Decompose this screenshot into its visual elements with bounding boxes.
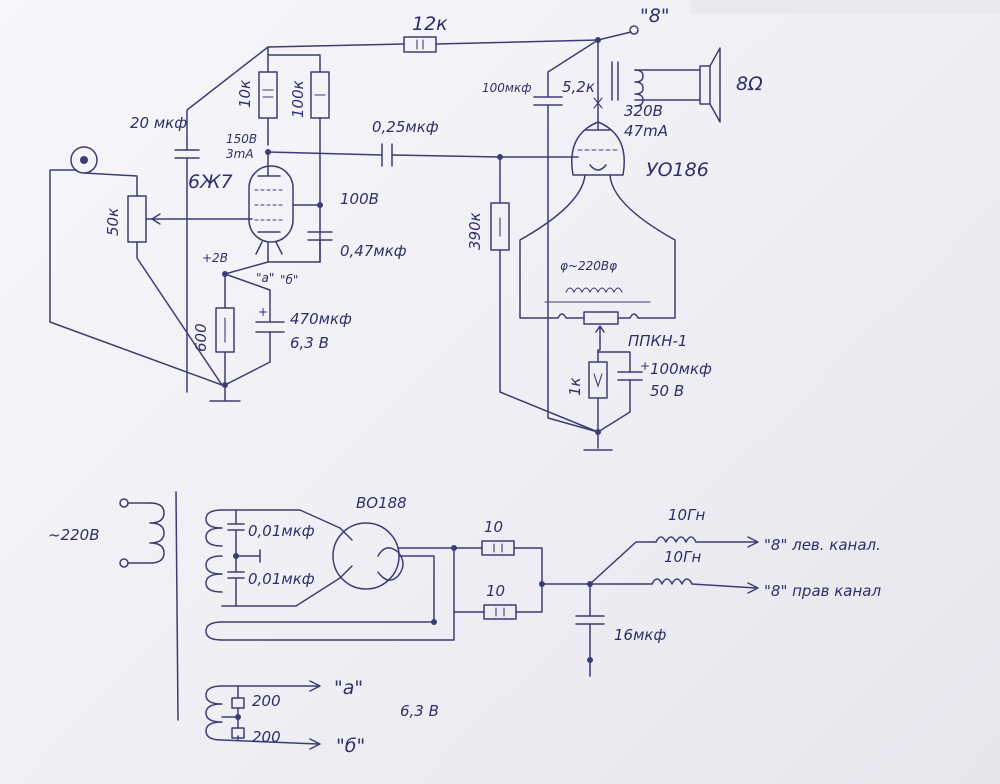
label-tube2: УО186 (646, 159, 709, 181)
label-tube1: 6Ж7 (188, 171, 233, 193)
label-320v: 320В (624, 102, 663, 120)
resistor-12k (403, 36, 437, 53)
heater-resistor-b (231, 727, 245, 739)
label-out-left: "8" лев. канал. (764, 536, 881, 554)
ppkn-resistor (583, 311, 619, 325)
label-choke-1: 10Гн (668, 506, 705, 524)
label-5-2k: 5,2к (562, 78, 595, 96)
label-c-0-25: 0,25мкф (372, 118, 439, 136)
label-r-10-b: 10 (486, 582, 505, 600)
label-100v: 100В (340, 190, 379, 208)
label-out-8: "8" (640, 5, 670, 27)
heater-resistor-a (231, 697, 245, 709)
label-c-470: 470мкф (290, 310, 352, 328)
label-rectifier: ВО188 (356, 494, 407, 512)
label-390k: 390к (466, 212, 484, 250)
svg-text:+: + (258, 305, 268, 319)
label-a-mark: "a" (256, 271, 274, 285)
label-1k: 1к (566, 377, 584, 396)
power-supply: ~220В 0,01мкф 0,01мкф ВО188 10 (48, 491, 881, 757)
label-heater-r1: 200 (252, 692, 281, 710)
rectifier-heater-winding (205, 621, 223, 641)
label-r-10-a: 10 (484, 518, 503, 536)
label-c-0-01-b: 0,01мкф (248, 570, 315, 588)
potentiometer-50k (127, 195, 147, 243)
label-mains: ~220В (48, 526, 100, 544)
label-c-50v: 50 В (650, 382, 684, 400)
label-choke-2: 10Гн (664, 548, 701, 566)
label-heater-b: "б" (336, 735, 365, 757)
label-c-100-plate: 100мкф (482, 81, 531, 95)
heater-winding (205, 685, 223, 741)
label-heater-6-3v: 6,3 В (400, 702, 439, 720)
label-100k: 100к (289, 80, 307, 118)
filament-block (519, 174, 676, 319)
label-c-100-cath: 100мкф (650, 360, 712, 378)
svg-text:+: + (640, 359, 650, 373)
resistor-1k (588, 361, 608, 399)
hv-winding-bottom (205, 555, 223, 593)
speaker (699, 65, 711, 105)
label-10k: 10к (236, 80, 254, 108)
label-12k: 12к (412, 13, 448, 35)
resistor-600 (215, 307, 235, 353)
label-heater-a: "a" (334, 677, 363, 699)
tube-6zh7 (248, 165, 294, 243)
resistor-10k (258, 71, 278, 119)
ground-2 (583, 431, 613, 451)
label-c-0-01-a: 0,01мкф (248, 522, 315, 540)
output-terminal-8 (629, 25, 639, 35)
label-3ma: 3mA (226, 147, 254, 161)
label-plus2v: +2В (202, 251, 228, 265)
label-47ma: 47mA (624, 122, 668, 140)
label-8ohm: 8Ω (736, 73, 763, 95)
resistor-10-b (483, 604, 517, 620)
label-c-20: 20 мкф (130, 114, 187, 132)
label-c-0-47: 0,47мкф (340, 242, 407, 260)
label-b-mark: "б" (280, 273, 298, 287)
resistor-10-a (481, 540, 515, 556)
resistor-100k (310, 71, 330, 119)
mains-terminal-2 (119, 558, 129, 568)
label-50k: 50к (104, 208, 122, 236)
label-150v: 150В (226, 132, 257, 146)
rectifier-tube (332, 522, 400, 590)
capacitor-0-25 (381, 143, 393, 167)
primary-winding (149, 502, 165, 564)
ground-1 (209, 384, 241, 402)
hv-winding-top (205, 509, 223, 547)
label-out-right: "8" прав канал (764, 582, 881, 600)
label-c-6-3v: 6,3 В (290, 334, 329, 352)
label-c-16: 16мкф (614, 626, 666, 644)
choke-left (655, 536, 697, 543)
label-heater-r2: 200 (252, 728, 281, 746)
amplifier-stage: 12к "8" 20 мкф 10к 100к 150В 3mA 0,25мкф (49, 5, 763, 451)
choke-right (651, 578, 693, 585)
paper-edge-strip (690, 0, 1000, 14)
label-600: 600 (192, 323, 210, 352)
mains-terminal-1 (119, 498, 129, 508)
label-filament: φ~220Вφ (560, 259, 617, 273)
label-ppkn: ППКН-1 (628, 332, 687, 350)
resistor-390k (490, 202, 510, 251)
